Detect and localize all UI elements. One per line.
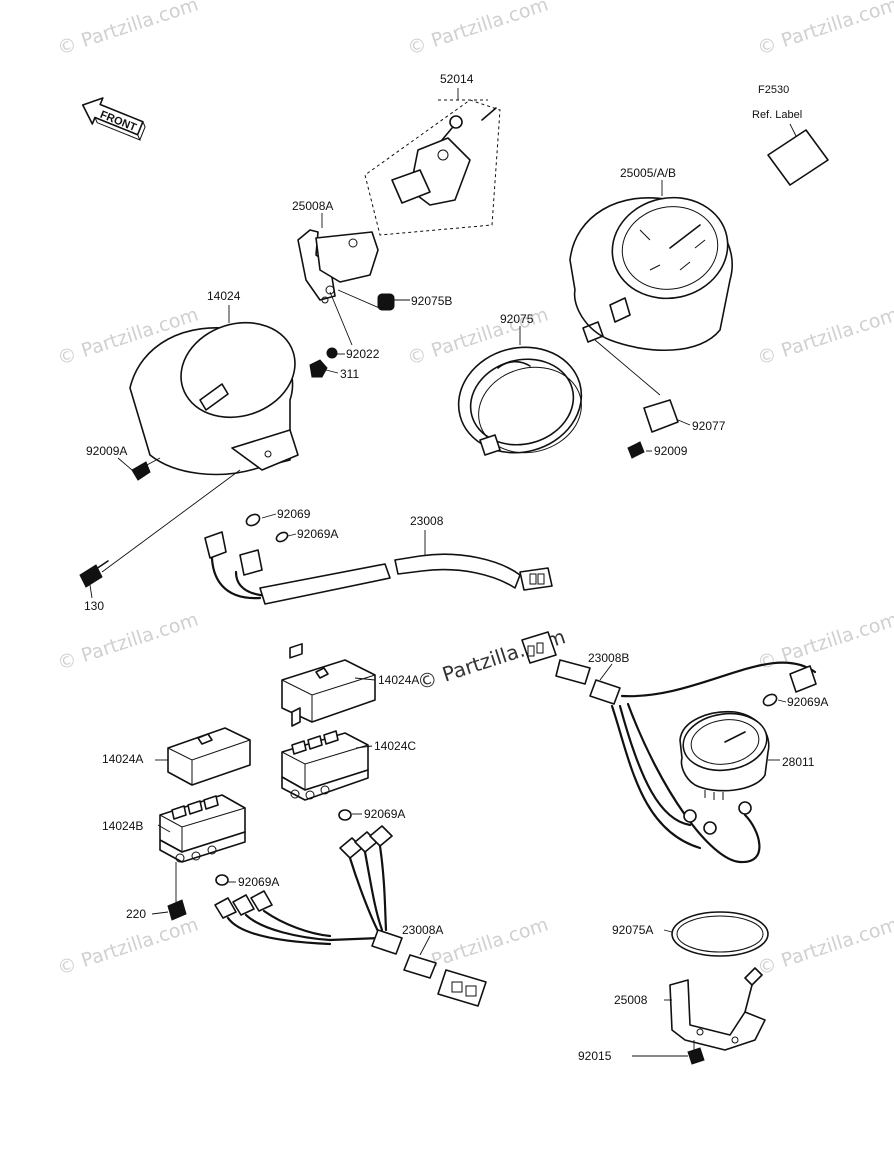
- label-311: 311: [340, 367, 359, 381]
- bulb-92069A-top: [275, 531, 289, 543]
- label-92022: 92022: [346, 347, 380, 361]
- label-92009: 92009: [654, 444, 688, 458]
- label-92075B: 92075B: [411, 294, 452, 308]
- switch-assembly-52014: [364, 88, 501, 236]
- label-14024A-right: 14024A: [378, 673, 419, 687]
- label-92069: 92069: [277, 507, 311, 521]
- bulb-92069: [245, 513, 261, 527]
- nut-92015: [687, 1047, 705, 1065]
- bracket-25008A: [297, 213, 385, 346]
- gauge-28011: [679, 710, 780, 800]
- label-92069A-mid: 92069A: [364, 807, 405, 821]
- screw-220: [167, 899, 187, 921]
- indicator-box-14024C: [281, 643, 373, 801]
- label-92077: 92077: [692, 419, 726, 433]
- indicator-box-14024A-left: [155, 727, 251, 786]
- label-130: 130: [84, 599, 104, 613]
- screw-92009A: [131, 457, 161, 481]
- meter-cup-14024: [101, 305, 299, 573]
- grommet-92075B: [377, 293, 395, 311]
- watermark: © Partzilla.com: [55, 609, 201, 675]
- ring-92075A: [663, 911, 769, 957]
- label-23008: 23008: [410, 514, 444, 528]
- label-23008B: 23008B: [588, 651, 629, 665]
- ref-label: F2530 Ref. Label: [752, 84, 829, 186]
- watermark: © Partzilla.com: [55, 914, 201, 980]
- label-25008: 25008: [614, 993, 648, 1007]
- label-14024A-left: 14024A: [102, 752, 143, 766]
- speedometer-25005: [569, 180, 733, 396]
- ref-label-caption: Ref. Label: [752, 109, 802, 121]
- front-arrow: FRONT: [81, 97, 146, 141]
- part-labels: 52014 25008A 25005/A/B 14024 92075B 9207…: [84, 72, 828, 1063]
- label-92075A: 92075A: [612, 923, 653, 937]
- label-14024C: 14024C: [374, 739, 416, 753]
- watermark: © Partzilla.com: [405, 0, 551, 60]
- screw-92009: [627, 441, 645, 459]
- watermark: © Partzilla.com: [755, 609, 894, 675]
- label-14024: 14024: [207, 289, 241, 303]
- label-92069A-top: 92069A: [297, 527, 338, 541]
- nut-311: [309, 359, 328, 378]
- label-92015: 92015: [578, 1049, 612, 1063]
- watermark: © Partzilla.com: [55, 0, 201, 60]
- harness-23008: [204, 530, 553, 605]
- harness-23008B: [521, 631, 817, 864]
- label-25008A: 25008A: [292, 199, 333, 213]
- label-52014: 52014: [440, 72, 474, 86]
- ref-label-code: F2530: [758, 84, 789, 96]
- harness-23008A: [214, 825, 487, 1007]
- bulb-92069A-mid: [338, 809, 352, 821]
- bulb-92069A-right: [762, 693, 778, 707]
- bolt-130: [79, 560, 109, 588]
- ref-label-sticker: [767, 129, 829, 186]
- label-92009A: 92009A: [86, 444, 127, 458]
- label-220: 220: [126, 907, 146, 921]
- cable-end-92077: [643, 399, 691, 433]
- label-14024B: 14024B: [102, 819, 143, 833]
- watermark: © Partzilla.com: [755, 914, 894, 980]
- label-92069A-right: 92069A: [787, 695, 828, 709]
- rubber-ring-92075: [457, 326, 583, 456]
- watermark: © Partzilla.com: [755, 304, 894, 370]
- bulb-92069A-low: [215, 874, 229, 886]
- label-28011: 28011: [782, 755, 815, 769]
- leaders: [89, 299, 787, 1057]
- watermark: © Partzilla.com: [755, 0, 894, 60]
- label-23008A: 23008A: [402, 923, 443, 937]
- indicator-box-14024B: [157, 794, 246, 905]
- indicator-box-14024A-right: [281, 659, 376, 727]
- bracket-25008: [664, 967, 766, 1051]
- label-92069A-low: 92069A: [238, 875, 279, 889]
- label-25005AB: 25005/A/B: [620, 166, 676, 180]
- washer-92022: [326, 347, 338, 359]
- label-92075: 92075: [500, 312, 534, 326]
